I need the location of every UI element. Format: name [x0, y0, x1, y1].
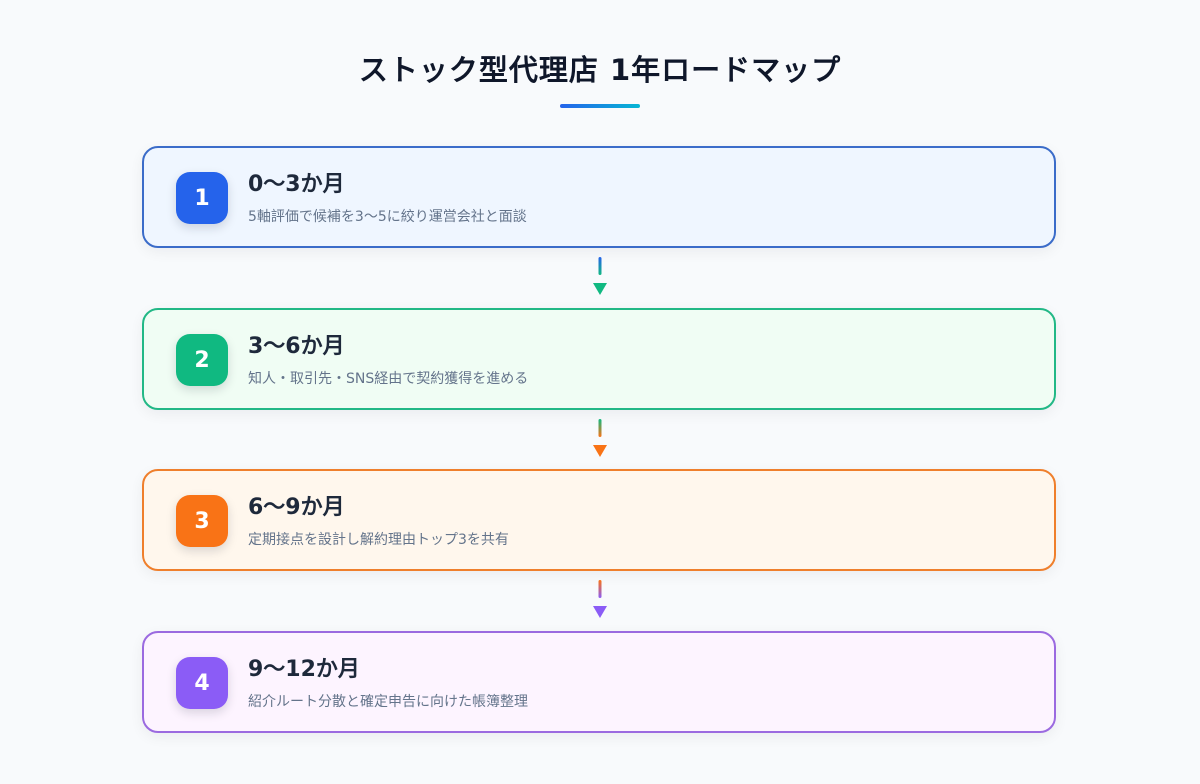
step-description: 知人・取引先・SNS経由で契約獲得を進める	[248, 371, 529, 387]
step-card-4: 4 9〜12か月 紹介ルート分散と確定申告に向けた帳簿整理	[142, 631, 1056, 733]
step-description: 5軸評価で候補を3〜5に絞り運営会社と面談	[248, 209, 527, 225]
step-card-2: 2 3〜6か月 知人・取引先・SNS経由で契約獲得を進める	[142, 308, 1056, 410]
step-number-badge: 1	[176, 172, 228, 224]
step-card-1: 1 0〜3か月 5軸評価で候補を3〜5に絞り運営会社と面談	[142, 146, 1056, 248]
step-description: 定期接点を設計し解約理由トップ3を共有	[248, 532, 509, 548]
step-number-badge: 4	[176, 657, 228, 709]
step-period: 9〜12か月	[248, 657, 360, 682]
step-number-badge: 3	[176, 495, 228, 547]
step-period: 0〜3か月	[248, 172, 345, 197]
step-connector-arrow-2-3	[593, 419, 607, 457]
step-description: 紹介ルート分散と確定申告に向けた帳簿整理	[248, 694, 528, 710]
step-connector-arrow-3-4	[593, 580, 607, 618]
step-card-3: 3 6〜9か月 定期接点を設計し解約理由トップ3を共有	[142, 469, 1056, 571]
title-underline	[560, 104, 640, 108]
step-number-badge: 2	[176, 334, 228, 386]
page-title: ストック型代理店 1年ロードマップ	[358, 53, 842, 87]
step-period: 6〜9か月	[248, 495, 345, 520]
step-period: 3〜6か月	[248, 334, 345, 359]
step-connector-arrow-1-2	[593, 257, 607, 295]
